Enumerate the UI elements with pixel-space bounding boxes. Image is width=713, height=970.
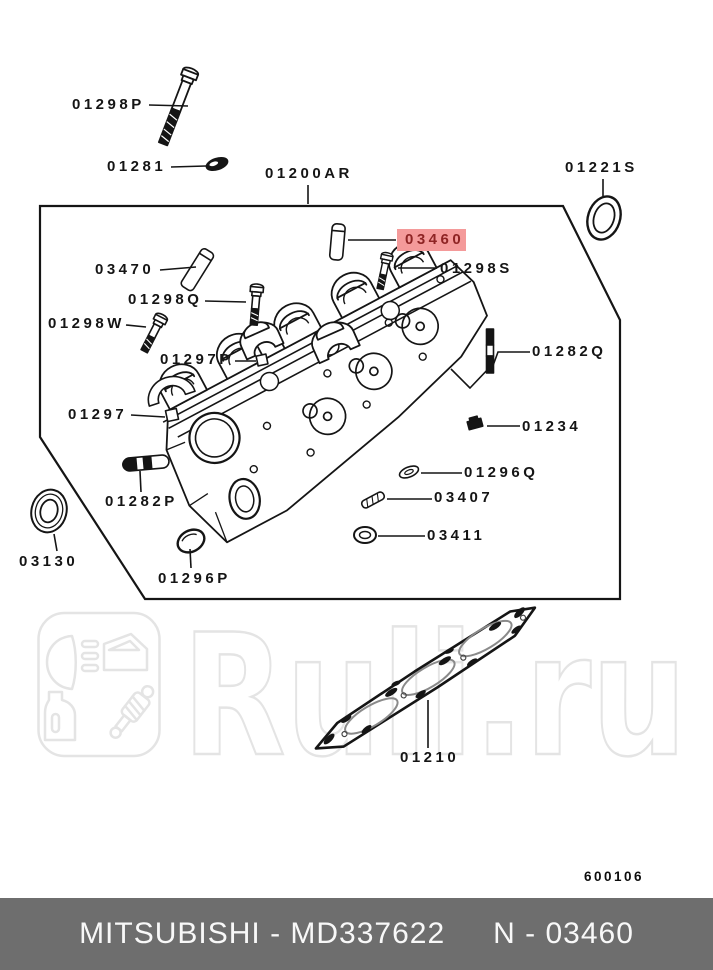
part-label-01298P[interactable]: 01298P [72, 96, 145, 113]
part-label-01281[interactable]: 01281 [107, 158, 167, 175]
part-label-01296P[interactable]: 01296P [158, 570, 231, 587]
headlight-icon [45, 634, 100, 691]
dowel-pin-glyph-03407 [360, 491, 386, 509]
stud-glyph-01282Q [485, 328, 495, 374]
sheet-number: 600106 [584, 869, 645, 884]
footer-bar: MITSUBISHI - MD337622 N - 03460 [0, 898, 713, 970]
part-label-01298Q[interactable]: 01298Q [128, 291, 203, 308]
watermark-logo [37, 611, 161, 758]
seal-glyph-03130 [30, 488, 68, 534]
nut-glyph-01234 [466, 415, 484, 431]
head-gasket-drawing-01210 [314, 606, 537, 750]
part-label-01221S[interactable]: 01221S [565, 159, 638, 176]
part-label-01298S[interactable]: 01298S [440, 260, 513, 277]
part-label-01282P[interactable]: 01282P [105, 493, 178, 510]
logo-box [37, 611, 161, 758]
footer-brand-code: MITSUBISHI - MD337622 [79, 917, 446, 950]
bearing-shell-glyph-01297 [147, 375, 196, 407]
part-label-03130[interactable]: 03130 [19, 553, 79, 570]
part-label-01297P[interactable]: 01297P [160, 351, 233, 368]
part-label-03470[interactable]: 03470 [95, 261, 155, 278]
shock-absorber-icon [109, 684, 155, 739]
oil-can-icon [43, 690, 77, 742]
valve-guide-glyph-03460 [328, 223, 346, 261]
part-label-03407[interactable]: 03407 [434, 489, 494, 506]
part-label-01200AR[interactable]: 01200AR [265, 165, 353, 182]
part-label-01297[interactable]: 01297 [68, 406, 128, 423]
part-label-01234[interactable]: 01234 [522, 418, 582, 435]
footer-part-number: N - 03460 [493, 917, 634, 950]
cylinder-head-drawing [158, 241, 492, 544]
cap-glyph-01297P [255, 353, 269, 367]
watermark-text: Ruli.ru [182, 598, 687, 794]
seal-glyph-01296P [176, 528, 206, 554]
part-label-01296Q[interactable]: 01296Q [464, 464, 539, 481]
bolt-glyph-01298Q [246, 282, 265, 327]
part-label-01298W[interactable]: 01298W [48, 315, 125, 332]
cap-glyph-01297 [164, 407, 180, 423]
part-label-01210[interactable]: 01210 [400, 749, 460, 766]
seal-glyph-01221S [586, 195, 622, 241]
valve-guide-glyph-03470 [180, 248, 215, 292]
car-door-icon [102, 632, 149, 672]
cup-plug-glyph-01282P [122, 454, 170, 472]
part-label-01282Q[interactable]: 01282Q [532, 343, 607, 360]
washer-glyph-03411 [353, 526, 377, 544]
part-label-03460-highlighted[interactable]: 03460 [397, 229, 467, 251]
part-label-03411[interactable]: 03411 [427, 527, 486, 544]
leader-lines [53, 104, 604, 748]
seat-glyph-01296Q [398, 465, 420, 479]
part-glyphs [30, 64, 622, 554]
assembly-outline-01200AR [38, 204, 622, 601]
bolt-glyph-01298W [137, 310, 170, 355]
lash-adjuster-glyph-01281 [205, 156, 229, 172]
